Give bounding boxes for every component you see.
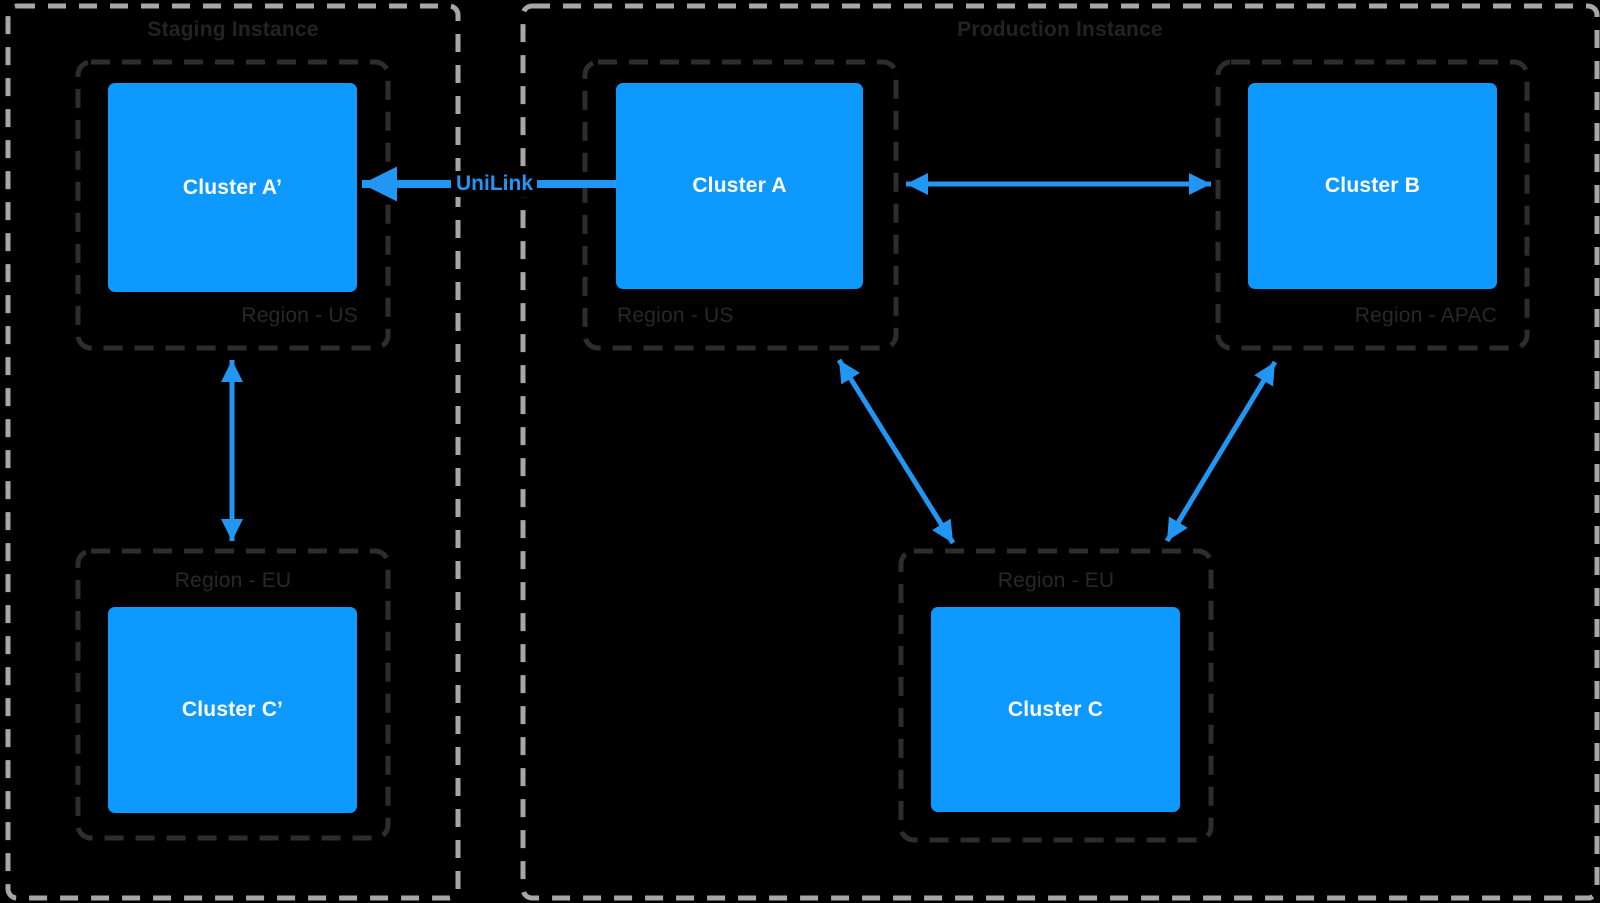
- cluster-a-label: Cluster A: [692, 174, 787, 197]
- cluster-c-label: Cluster C: [1007, 697, 1104, 721]
- production-region-us-label: Region - US: [617, 304, 734, 327]
- production-region-eu-box: [898, 548, 1214, 843]
- production-region-us-box: [582, 59, 899, 351]
- arrow-production-apac-to-production-eu: [1164, 360, 1278, 543]
- cluster-c-prime-node: Cluster C’: [108, 607, 357, 813]
- staging-region-us-label: Region - US: [241, 304, 358, 327]
- production-region-apac-box: [1215, 59, 1530, 351]
- arrow-production-us-to-production-eu: [836, 358, 956, 545]
- production-instance-title: Production Instance: [957, 18, 1163, 41]
- production-instance-container: [520, 3, 1600, 901]
- cluster-a-prime-label: Cluster A’: [182, 175, 283, 199]
- staging-instance-container: [5, 3, 461, 901]
- cluster-a-node: Cluster A: [616, 83, 863, 289]
- cluster-a-prime-node: Cluster A’: [108, 83, 357, 292]
- staging-region-eu-label: Region - EU: [174, 569, 292, 592]
- cluster-c-prime-label: Cluster C’: [181, 698, 284, 721]
- production-region-apac-label: Region - APAC: [1354, 304, 1497, 327]
- staging-region-eu-box: [75, 548, 391, 841]
- production-region-eu-label: Region - EU: [997, 569, 1115, 592]
- staging-instance-title: Staging Instance: [147, 18, 319, 41]
- unilink-arrow-label: UniLink: [451, 171, 537, 197]
- staging-region-us-box: [75, 59, 391, 351]
- cluster-b-node: Cluster B: [1248, 83, 1497, 289]
- cluster-c-node: Cluster C: [931, 607, 1180, 812]
- cluster-b-label: Cluster B: [1324, 174, 1421, 197]
